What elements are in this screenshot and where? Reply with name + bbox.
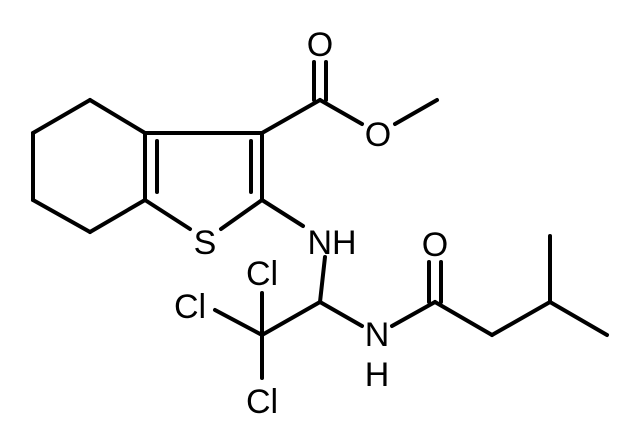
amine-nh-label: NH bbox=[307, 224, 356, 262]
methyl-ester-group bbox=[260, 60, 439, 135]
chlorine-left-label: Cl bbox=[174, 288, 206, 326]
bond bbox=[213, 308, 264, 337]
bond bbox=[318, 98, 364, 126]
bond bbox=[318, 300, 364, 328]
chlorine-bottom-label: Cl bbox=[246, 383, 278, 421]
ester-oxygen-label: O bbox=[365, 116, 391, 154]
bond bbox=[219, 198, 264, 231]
bond bbox=[390, 300, 437, 328]
bond bbox=[260, 198, 305, 228]
amide-n-label: N bbox=[365, 316, 390, 354]
bond bbox=[88, 98, 147, 135]
amide-oxygen-label: O bbox=[422, 226, 448, 264]
thiophene-ring bbox=[143, 131, 264, 231]
bond bbox=[433, 300, 494, 337]
trichloroethyl-group bbox=[213, 198, 364, 380]
bond bbox=[318, 255, 327, 304]
bond bbox=[31, 98, 92, 135]
bond bbox=[548, 300, 609, 337]
cyclohexane-ring bbox=[31, 98, 147, 234]
isovaleramide-group bbox=[390, 234, 609, 337]
bond bbox=[260, 98, 322, 135]
bond bbox=[490, 300, 552, 337]
sulfur-label: S bbox=[194, 224, 217, 262]
bond bbox=[143, 198, 192, 231]
bond bbox=[260, 300, 322, 337]
chlorine-top-label: Cl bbox=[246, 255, 278, 293]
bond bbox=[31, 198, 92, 234]
bond bbox=[88, 198, 147, 234]
amide-h-label: H bbox=[365, 356, 390, 394]
carbonyl-oxygen-label: O bbox=[307, 26, 333, 64]
bond bbox=[393, 98, 439, 126]
